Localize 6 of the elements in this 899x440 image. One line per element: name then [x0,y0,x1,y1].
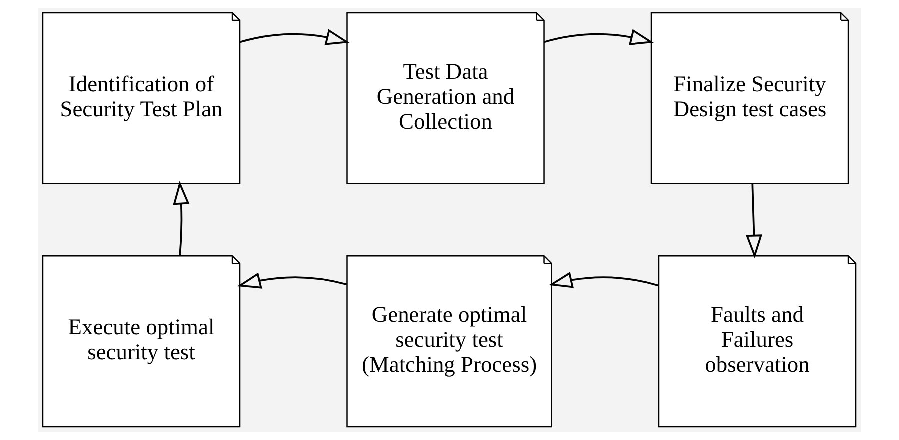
arrow [240,29,350,46]
arrow [549,272,659,288]
arrow [237,272,348,289]
arrow [746,184,763,259]
arrow [544,29,654,46]
arrow [173,181,190,256]
